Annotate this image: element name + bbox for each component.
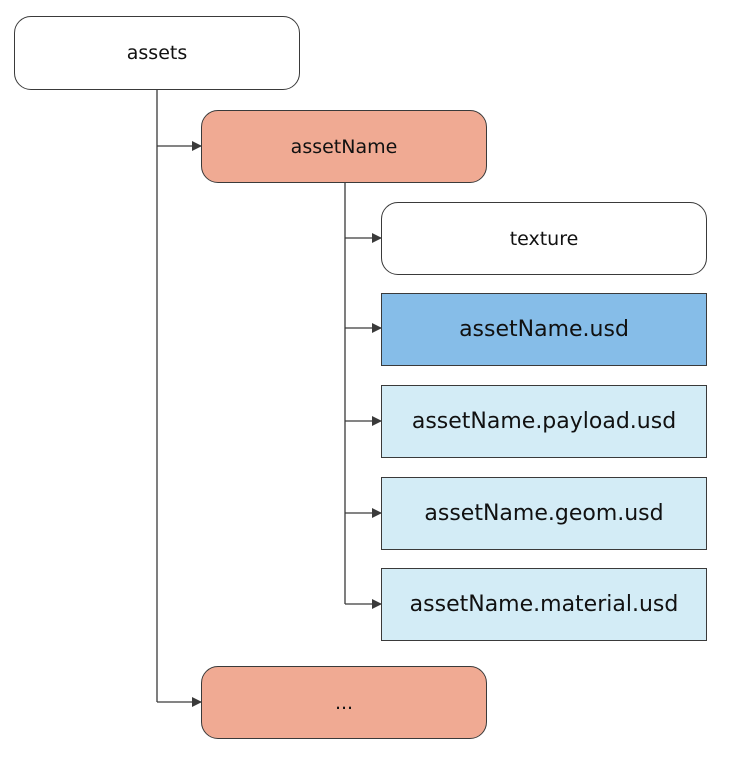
folder-texture-label: texture [509, 227, 579, 250]
folder-assetname: assetName [201, 110, 487, 183]
file-assetname-payload-usd: assetName.payload.usd [381, 385, 707, 458]
folder-texture: texture [381, 202, 707, 275]
file-assetname-geom-usd: assetName.geom.usd [381, 477, 707, 550]
folder-assetname-label: assetName [290, 135, 398, 158]
folder-more: ... [201, 666, 487, 739]
folder-more-label: ... [334, 691, 354, 714]
file-assetname-geom-usd-label: assetName.geom.usd [424, 501, 664, 526]
file-assetname-payload-usd-label: assetName.payload.usd [411, 409, 677, 434]
file-assetname-material-usd-label: assetName.material.usd [409, 592, 679, 617]
folder-assets-label: assets [126, 42, 188, 64]
file-assetname-material-usd: assetName.material.usd [381, 568, 707, 641]
folder-assets: assets [14, 16, 300, 90]
file-assetname-usd-label: assetName.usd [459, 317, 629, 342]
file-assetname-usd: assetName.usd [381, 293, 707, 366]
